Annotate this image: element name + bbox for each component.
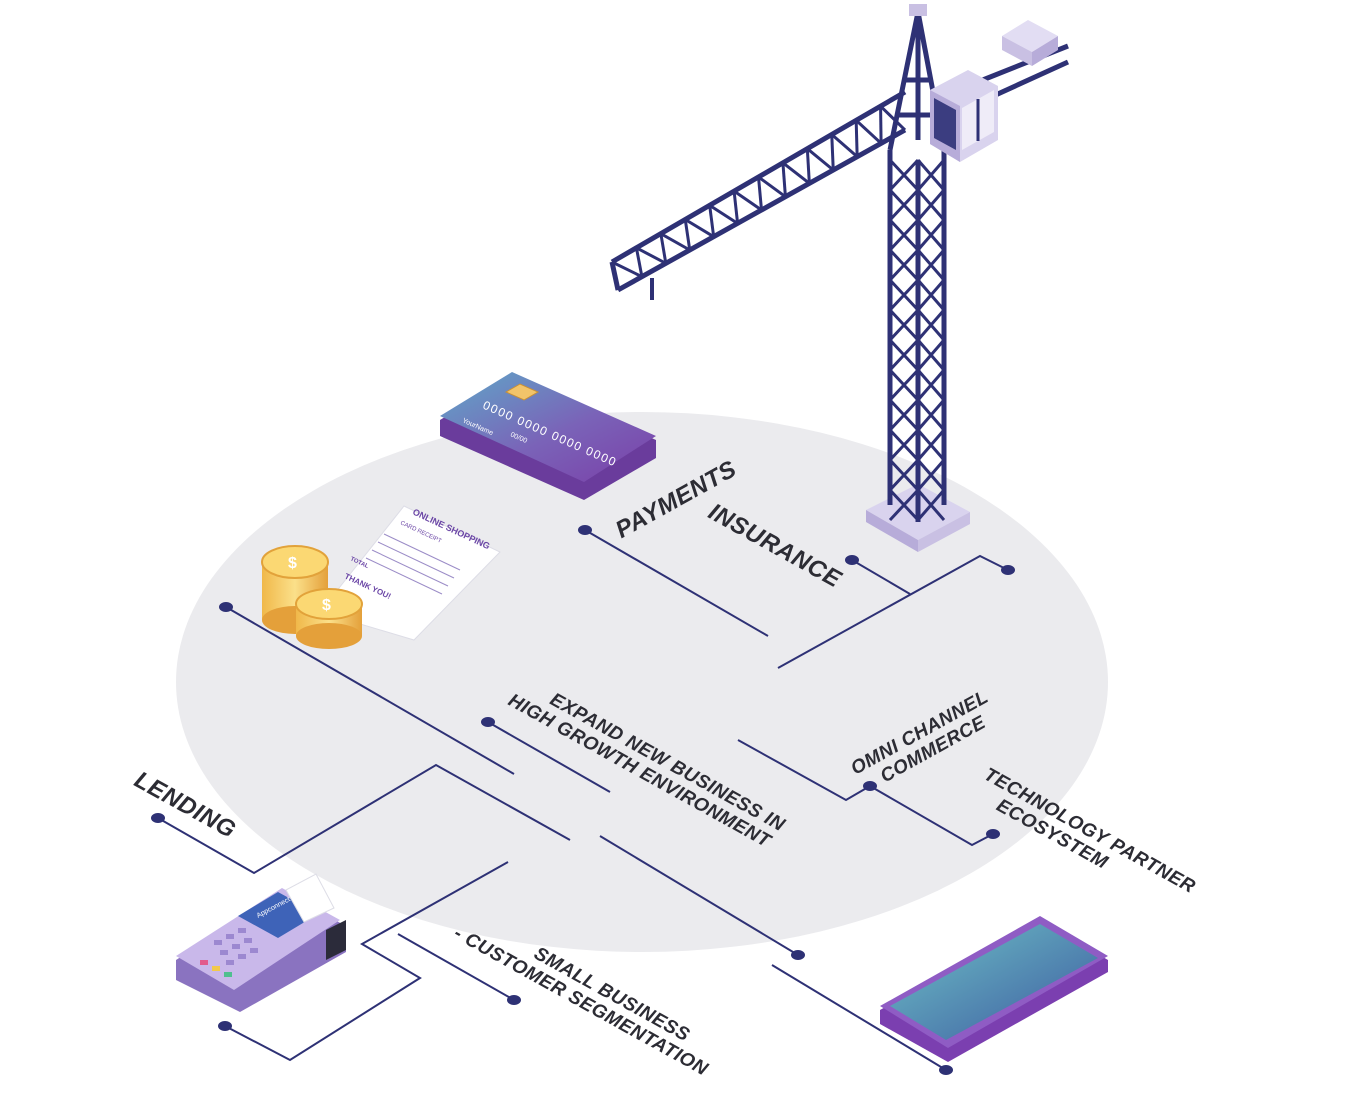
expand-line bbox=[487, 721, 611, 793]
lending-line bbox=[157, 763, 571, 875]
smartphone-illustration bbox=[880, 916, 1108, 1062]
omni-line bbox=[737, 739, 871, 802]
counterweight bbox=[1002, 20, 1058, 52]
connector-dots bbox=[151, 525, 1015, 1075]
terminal-keypad bbox=[214, 928, 258, 965]
svg-text:$: $ bbox=[288, 555, 297, 572]
payment-terminal-illustration: Appconnect bbox=[176, 873, 346, 1012]
phone-branch-line bbox=[771, 964, 947, 1071]
terminal-receipt-slip bbox=[285, 873, 335, 923]
dot-payments bbox=[578, 525, 592, 535]
phone-line bbox=[599, 835, 799, 956]
tech-line bbox=[869, 785, 994, 847]
dot-lending bbox=[151, 813, 165, 823]
dot-omni bbox=[863, 781, 877, 791]
card-chip bbox=[504, 383, 540, 401]
connector-lines bbox=[157, 529, 1009, 1071]
platform-disc bbox=[176, 412, 1108, 952]
insurance-line bbox=[851, 559, 911, 595]
svg-text:$: $ bbox=[322, 597, 331, 614]
coin-stack-illustration: $ $ bbox=[261, 545, 363, 649]
phone-screen bbox=[890, 924, 1098, 1040]
credit-card-illustration: 0000 0000 0000 0000 YourName 00/00 bbox=[440, 372, 656, 500]
smallbiz-branch-line bbox=[397, 933, 515, 1001]
dot-phone bbox=[791, 950, 805, 960]
dot-tech bbox=[986, 829, 1000, 839]
coins-line bbox=[225, 606, 515, 775]
dot-coins bbox=[219, 602, 233, 612]
dot-expand bbox=[481, 717, 495, 727]
dot-smallbiz bbox=[507, 995, 521, 1005]
smallbiz-line bbox=[224, 861, 509, 1062]
receipt-paper bbox=[319, 505, 501, 641]
card-face bbox=[440, 372, 656, 482]
coin-stack-front: $ bbox=[295, 588, 363, 649]
dot-insurance bbox=[845, 555, 859, 565]
crane-peak-cap bbox=[909, 4, 927, 16]
dot-phone-bottom bbox=[939, 1065, 953, 1075]
payments-line bbox=[584, 529, 769, 637]
crane-illustration bbox=[609, 4, 1070, 552]
dot-insurance-right bbox=[1001, 565, 1015, 575]
insurance-branch-line bbox=[777, 554, 1009, 669]
dot-terminal bbox=[218, 1021, 232, 1031]
